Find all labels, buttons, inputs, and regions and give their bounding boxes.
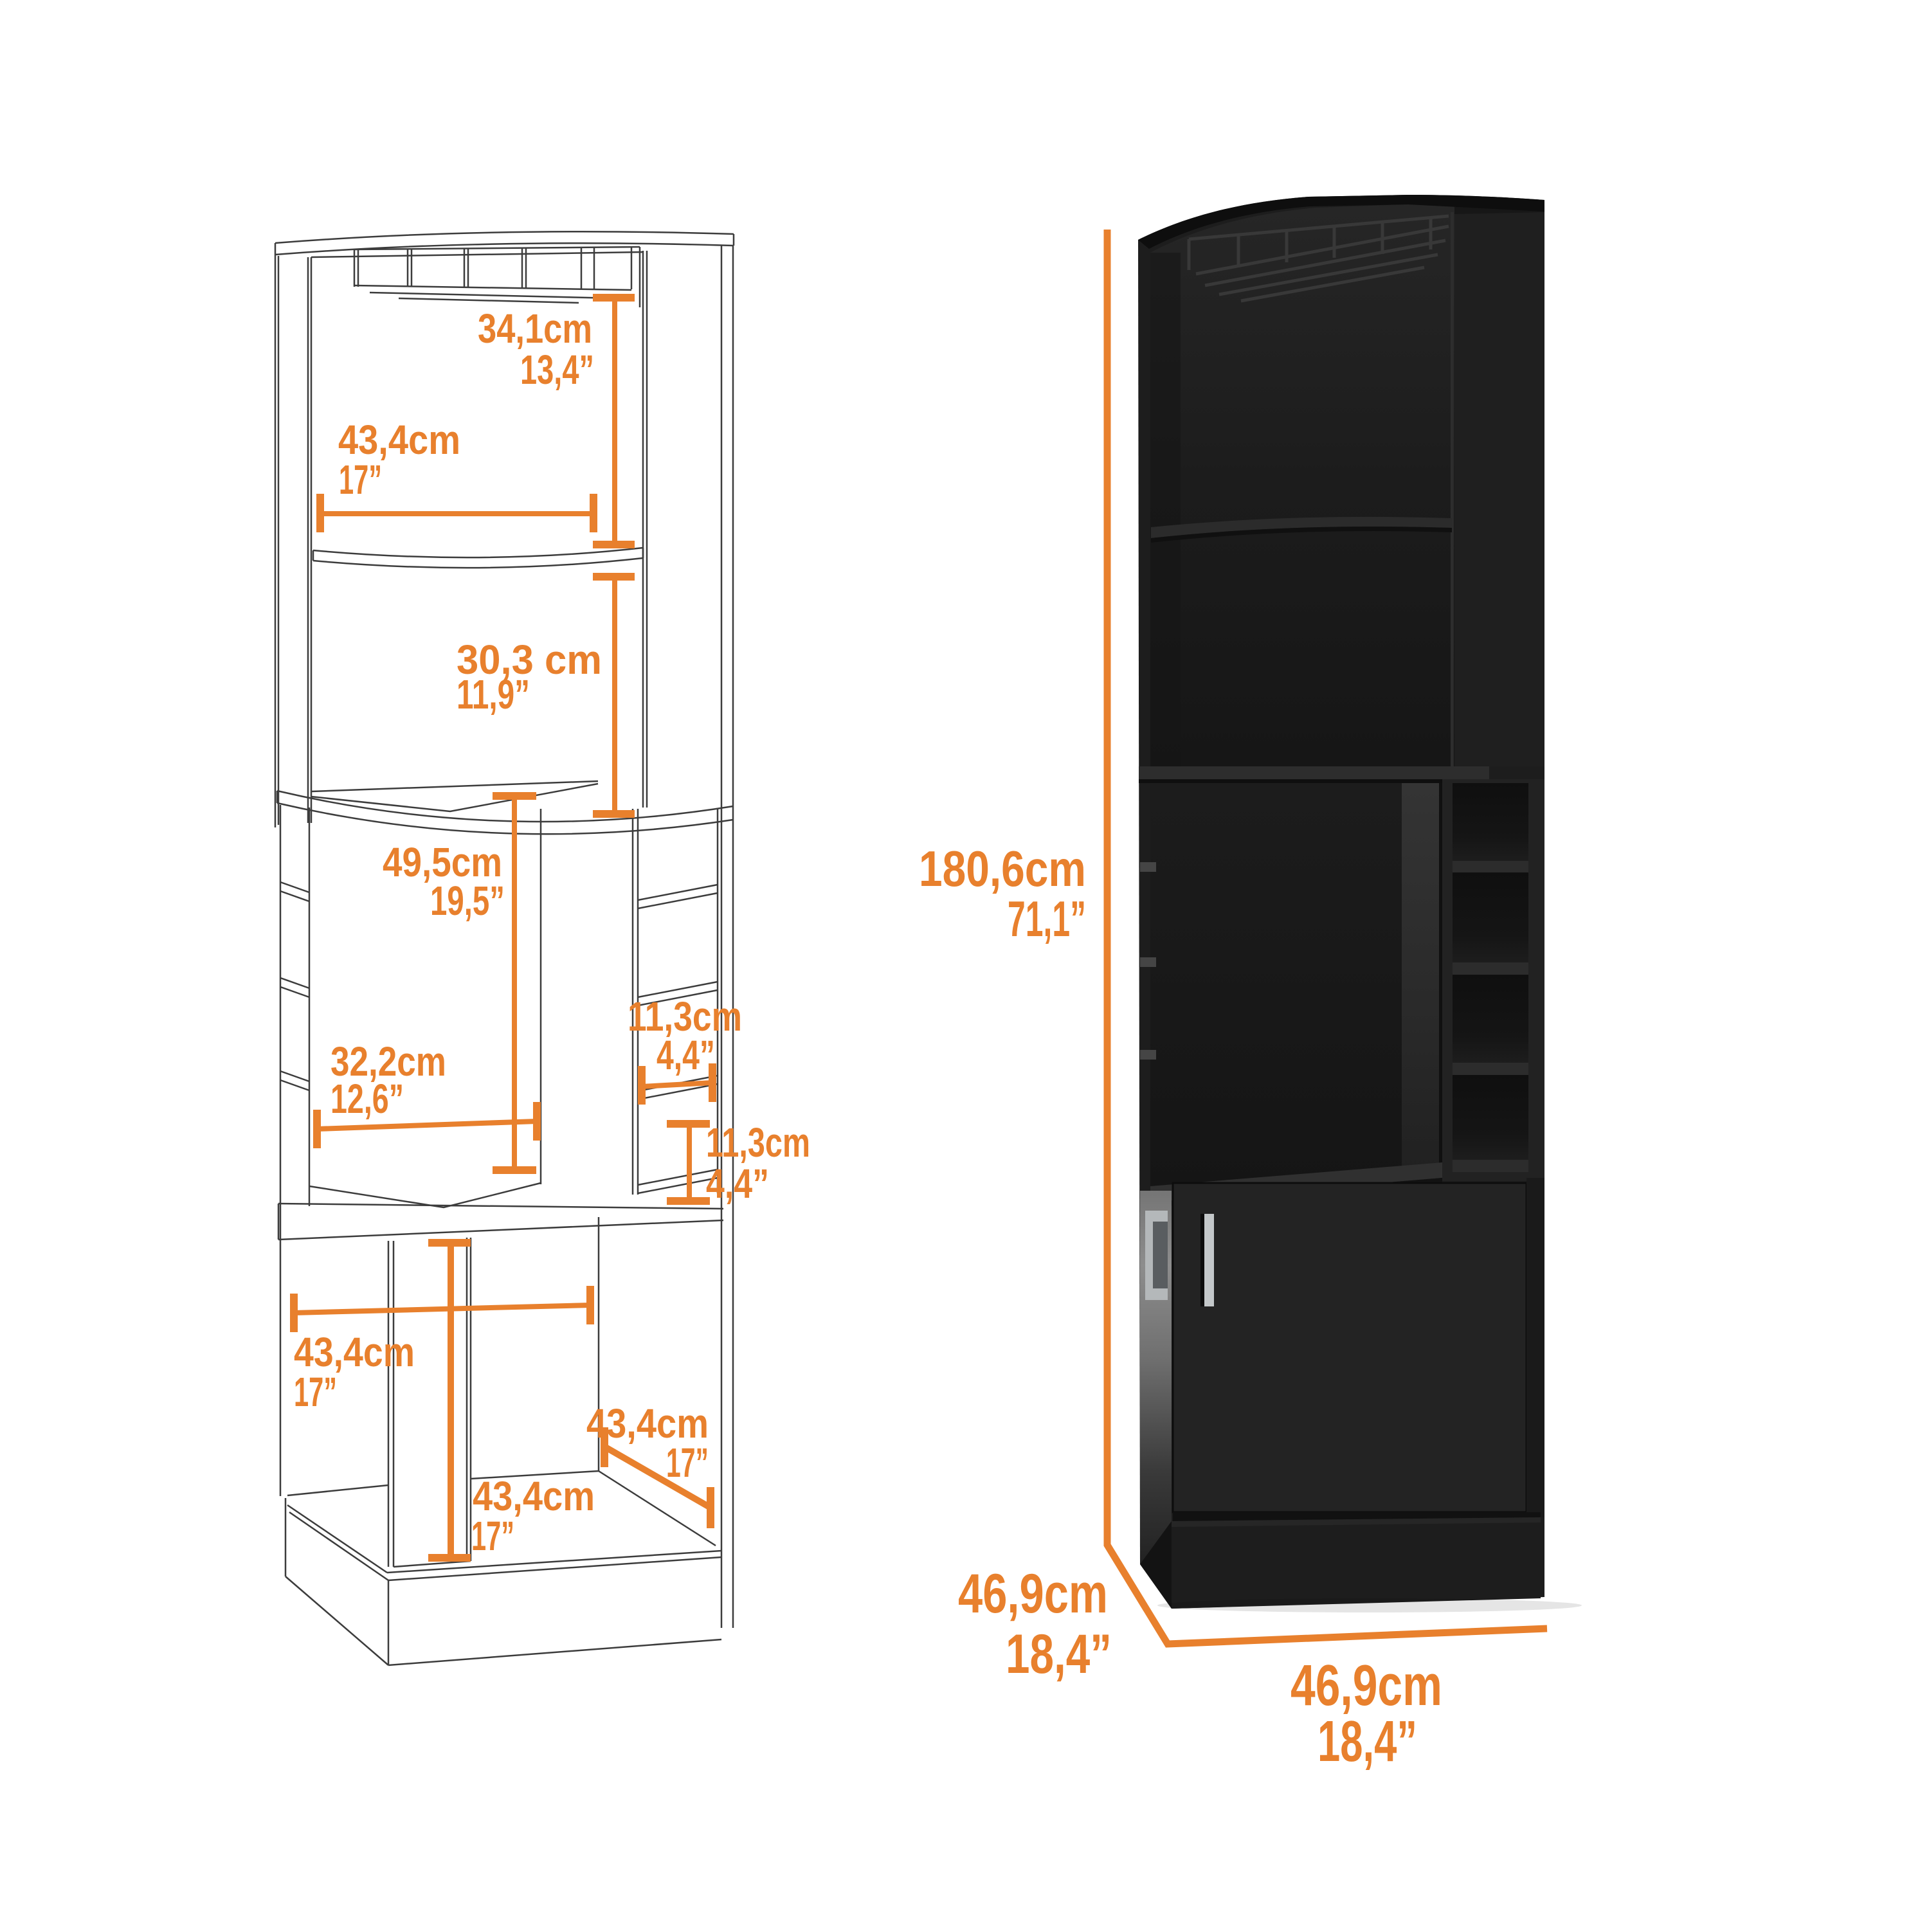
svg-text:4,4”: 4,4” <box>706 1160 769 1207</box>
svg-text:17”: 17” <box>294 1369 337 1415</box>
svg-text:19,5”: 19,5” <box>430 878 505 924</box>
svg-text:71,1”: 71,1” <box>1008 890 1086 947</box>
svg-text:17”: 17” <box>471 1513 514 1559</box>
svg-text:18,4”: 18,4” <box>1318 1710 1417 1774</box>
svg-text:46,9cm: 46,9cm <box>958 1563 1108 1625</box>
svg-text:43,4cm: 43,4cm <box>338 417 460 463</box>
svg-text:17”: 17” <box>339 456 382 503</box>
svg-text:4,4”: 4,4” <box>657 1032 715 1078</box>
svg-text:43,4cm: 43,4cm <box>473 1473 595 1519</box>
svg-text:32,2cm: 32,2cm <box>331 1038 446 1085</box>
svg-text:18,4”: 18,4” <box>1006 1623 1112 1685</box>
svg-text:49,5cm: 49,5cm <box>383 839 502 885</box>
svg-text:43,4cm: 43,4cm <box>294 1329 415 1375</box>
svg-text:11,9”: 11,9” <box>457 671 530 718</box>
svg-text:46,9cm: 46,9cm <box>1291 1654 1442 1718</box>
svg-text:30,3 cm: 30,3 cm <box>457 636 602 683</box>
svg-text:12,6”: 12,6” <box>331 1076 404 1122</box>
svg-text:180,6cm: 180,6cm <box>919 840 1086 897</box>
svg-text:13,4”: 13,4” <box>520 347 594 393</box>
svg-text:34,1cm: 34,1cm <box>478 305 592 352</box>
svg-text:11,3cm: 11,3cm <box>628 993 742 1040</box>
svg-text:17”: 17” <box>666 1440 709 1486</box>
svg-text:11,3cm: 11,3cm <box>706 1119 810 1166</box>
svg-text:43,4cm: 43,4cm <box>586 1400 709 1447</box>
